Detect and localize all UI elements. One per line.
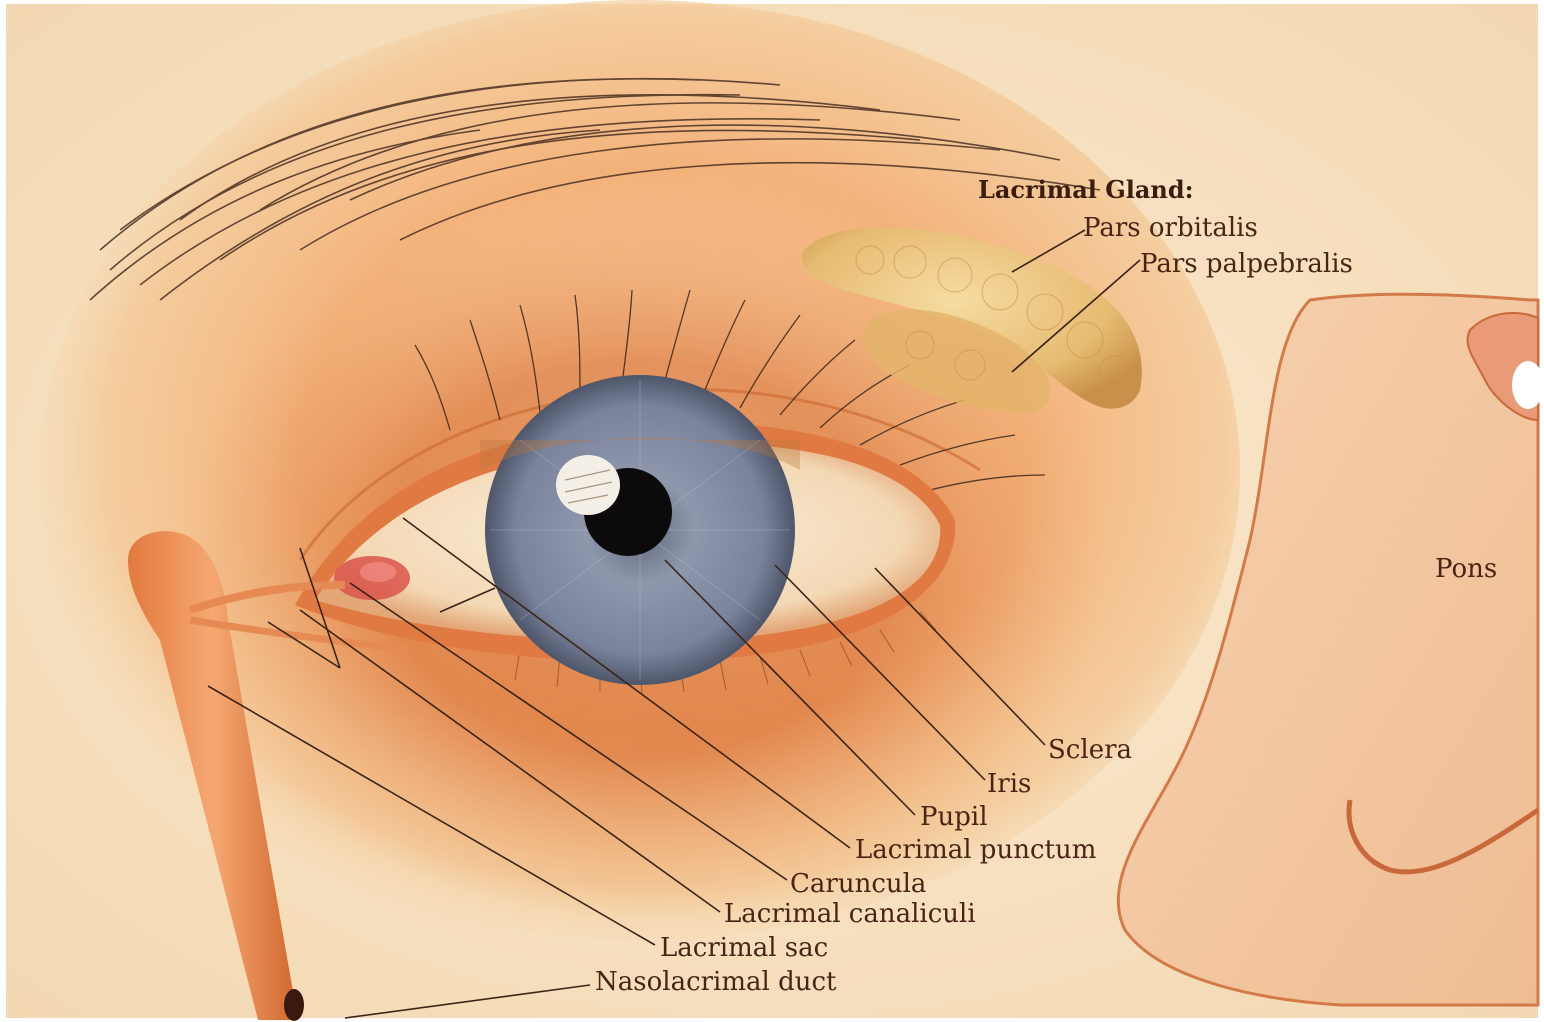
label-lacrimal-sac: Lacrimal sac: [660, 933, 828, 963]
label-sclera: Sclera: [1048, 735, 1132, 765]
label-lacrimal-punctum: Lacrimal punctum: [855, 835, 1096, 865]
label-iris: Iris: [987, 769, 1031, 799]
label-pupil: Pupil: [920, 802, 988, 832]
label-pars-orbitalis: Pars orbitalis: [1083, 213, 1258, 243]
caruncula-highlight: [360, 562, 396, 582]
label-lacrimal-gland: Lacrimal Gland:: [978, 175, 1193, 204]
label-nasolacrimal-duct: Nasolacrimal duct: [595, 967, 837, 997]
label-lacrimal-canaliculi: Lacrimal canaliculi: [724, 899, 976, 929]
label-pons: Pons: [1435, 554, 1497, 584]
label-caruncula: Caruncula: [790, 869, 926, 899]
label-pars-palpebralis: Pars palpebralis: [1140, 249, 1353, 279]
eye-highlight: [556, 455, 620, 515]
